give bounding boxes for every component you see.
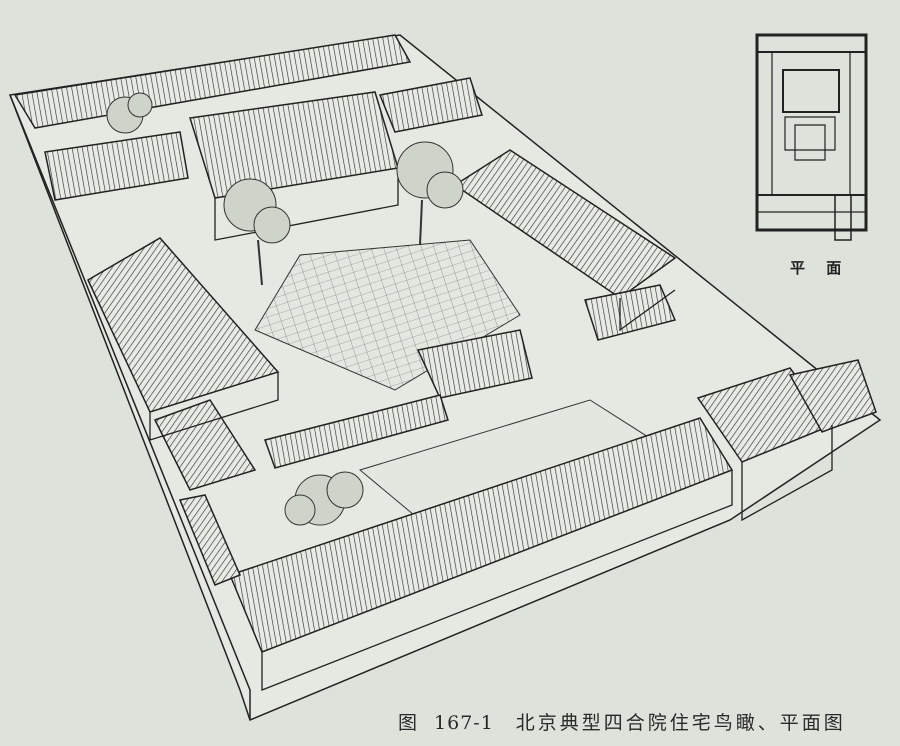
figure-title: 北京典型四合院住宅鸟瞰、平面图	[515, 712, 846, 734]
middle-gate-roof	[416, 329, 533, 399]
northeast-roof	[378, 77, 483, 133]
floor-plan-inset	[755, 33, 868, 241]
plan-label: 平 面	[790, 259, 850, 277]
trees	[106, 92, 464, 526]
inner-south-roof	[264, 394, 449, 469]
walls	[149, 168, 833, 691]
southeast-corner-roof	[788, 359, 877, 433]
east-wing-roof	[453, 149, 677, 299]
figure-caption: 图 167-1 北京典型四合院住宅鸟瞰、平面图	[398, 708, 846, 735]
east-small-roof	[584, 284, 677, 341]
roofs	[13, 34, 877, 653]
west-outer-roof	[178, 494, 241, 586]
west-upper-wing-roof	[44, 131, 189, 201]
figure-prefix: 图	[398, 712, 421, 734]
figure-number: 167-1	[434, 712, 494, 734]
southwest-small-roof	[153, 399, 257, 491]
